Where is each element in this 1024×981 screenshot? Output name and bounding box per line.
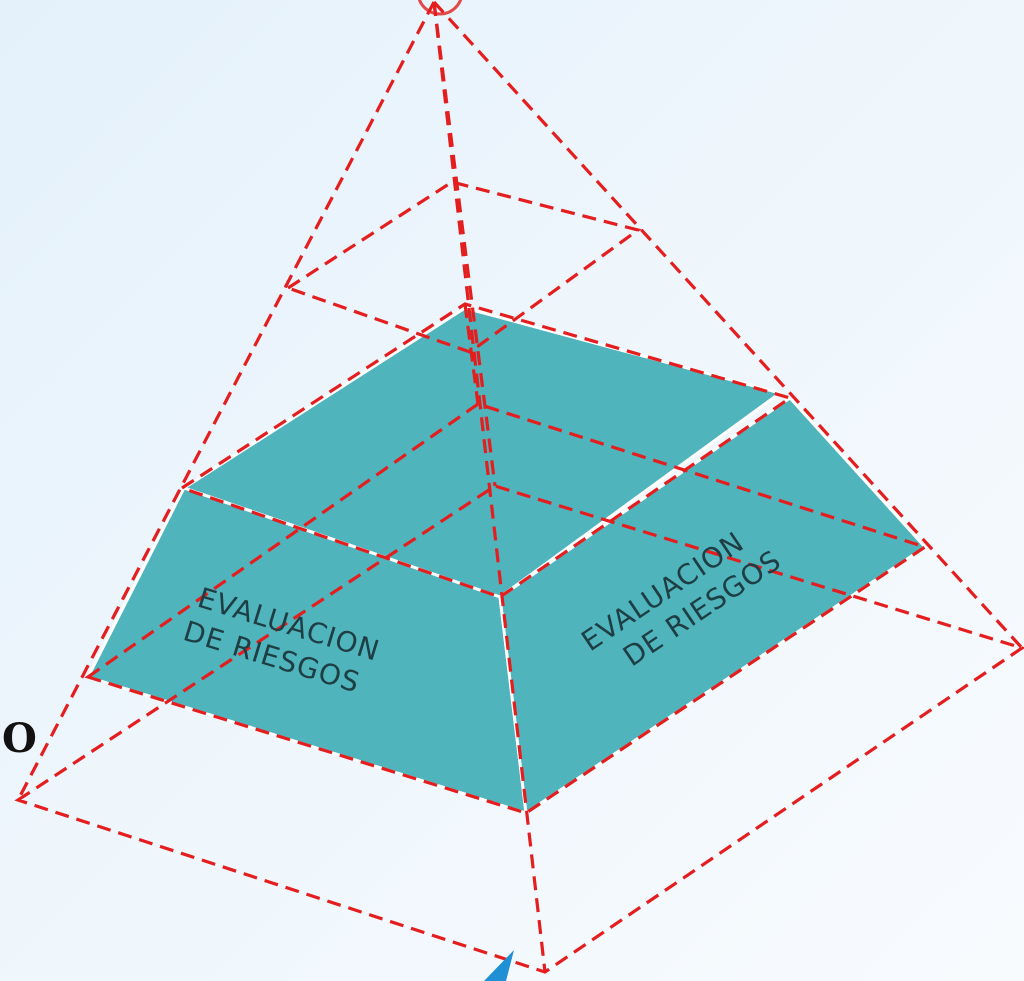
pyramid-level-upper (178, 302, 794, 599)
dashed-wireframe (14, 0, 1024, 974)
pyramid-edge-back (432, 1, 497, 487)
pyramid-base (14, 484, 1024, 974)
pyramid-edge-left (16, 1, 436, 801)
inner-back-edge (463, 303, 480, 405)
frustum-faces (86, 306, 927, 815)
pyramid-level-top (284, 180, 642, 354)
pyramid-edge-front (432, 1, 547, 973)
apex-circle (417, 0, 463, 16)
pyramid-edge-right (432, 0, 1024, 650)
pyramid-level-middle (84, 402, 929, 815)
edge-letter: O (2, 715, 37, 762)
blue-arrow-icon (484, 950, 514, 981)
